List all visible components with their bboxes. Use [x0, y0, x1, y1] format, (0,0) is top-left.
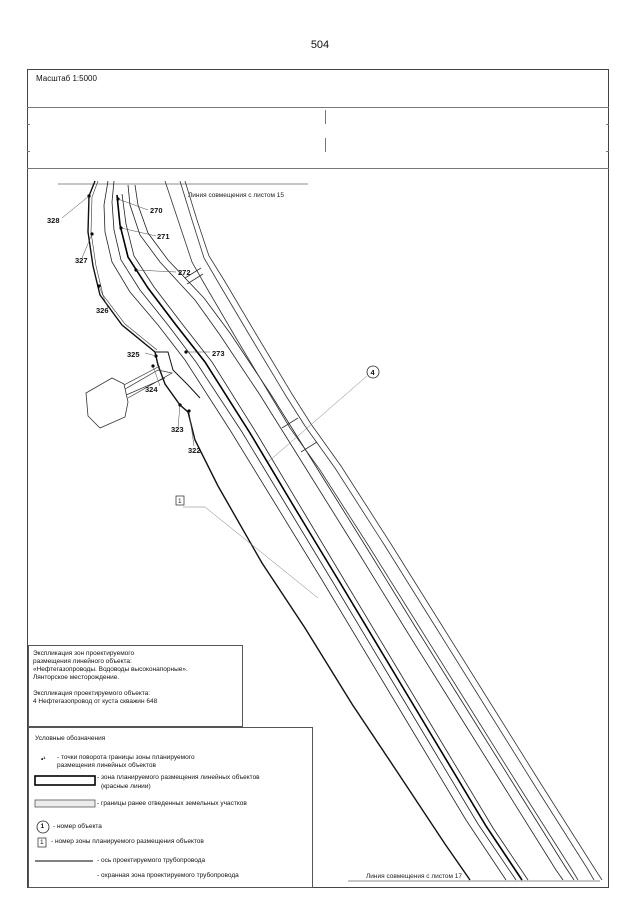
zone-symbol	[34, 775, 96, 786]
legend-zone: - зона планируемого размещения линейных …	[97, 774, 260, 781]
allotted-plot-boundary	[184, 180, 603, 881]
header-divider	[27, 168, 609, 169]
header-divider	[325, 110, 326, 124]
header-divider	[27, 107, 609, 108]
zone-marker-label: 1	[178, 498, 182, 505]
zone-marker-leader	[204, 506, 319, 599]
drawing-sheet-frame	[27, 69, 609, 888]
header-divider	[606, 124, 609, 125]
crossing-bar	[184, 267, 202, 279]
spacer	[33, 682, 238, 690]
legend-turn-points: - точки поворота границы зоны планируемо…	[57, 754, 195, 761]
explication-line: 4 Нефтегазопровод от куста скважин 648	[33, 698, 158, 705]
corridor-line	[111, 180, 517, 881]
allotted-plots-symbol	[34, 799, 96, 808]
point-label: 323	[171, 425, 184, 434]
allotted-plot-boundary	[164, 180, 579, 881]
well-pad-area	[85, 377, 129, 429]
point-label: 328	[47, 216, 60, 225]
zone-boundary-left-inner	[90, 180, 158, 351]
scale-label: Масштаб 1:5000	[36, 74, 97, 83]
zone-number-box	[37, 837, 47, 848]
leader-lines	[61, 195, 210, 447]
branch-boundary	[155, 351, 201, 399]
legend-object-number: - номер объекта	[53, 823, 102, 830]
point-label: 326	[96, 306, 109, 315]
corridor-line	[134, 184, 575, 881]
legend-zone-number: - номер зоны планируемого размещения объ…	[51, 838, 204, 845]
explication-box: Экспликация зон проектируемого размещени…	[28, 645, 243, 727]
explication-line: размещения линейного объекта:	[33, 658, 132, 665]
legend-axis: - ось проектируемого трубопровода	[97, 857, 206, 864]
header-divider	[325, 138, 326, 152]
pipeline-axis	[116, 194, 523, 881]
legend-security-zone: - охранная зона проектируемого трубопров…	[97, 872, 239, 879]
crossing-bar	[300, 441, 318, 453]
point-label: 322	[188, 446, 201, 455]
object-number-circle	[36, 820, 50, 834]
point-symbol: •¹	[41, 756, 46, 763]
page-number: 504	[310, 39, 330, 51]
header-divider	[606, 151, 609, 152]
explication-line: «Нефтегазопроводы. Водоводы высоконапорн…	[33, 666, 188, 673]
corridor-line	[103, 180, 507, 881]
corridor-line	[121, 193, 529, 881]
explication-line: Экспликация проектируемого объекта:	[33, 690, 151, 697]
header-divider	[27, 124, 30, 125]
object-marker-leader	[267, 375, 368, 463]
legend-prev-plots: - границы ранее отведенных земельных уча…	[97, 800, 247, 807]
zone-number-symbol: 1	[40, 839, 44, 846]
crossing-bar	[186, 273, 204, 285]
point-label: 327	[75, 256, 88, 265]
legend-zone-2: (красные линии)	[101, 783, 151, 790]
point-label: 271	[157, 232, 170, 241]
header-divider	[27, 151, 30, 152]
legend-title: Условные обозначения	[35, 735, 106, 742]
point-label: 272	[178, 268, 191, 277]
object-marker-circle	[366, 365, 380, 379]
corridor-line	[127, 184, 564, 881]
legend-box: Условные обозначения •¹ - точки поворота…	[28, 727, 313, 888]
point-label: 325	[127, 350, 140, 359]
explication-line: Лянторское месторождение.	[33, 674, 120, 681]
match-line-bottom-label: Линия совмещения с листом 17	[366, 873, 462, 880]
point-label: 270	[150, 206, 163, 215]
point-label: 273	[212, 349, 225, 358]
object-number-symbol: 1	[40, 823, 45, 830]
point-label: 324	[145, 385, 158, 394]
zone-marker-box	[175, 495, 185, 506]
legend-turn-points-2: размещения линейных объектов	[57, 762, 156, 769]
explication-line: Экспликация зон проектируемого	[33, 650, 135, 657]
legend-symbols	[34, 775, 96, 862]
object-marker-label: 4	[371, 368, 376, 377]
match-line-top-label: Линия совмещения с листом 15	[188, 192, 284, 199]
allotted-plot-boundary	[179, 180, 595, 881]
crossing-bar	[281, 417, 299, 429]
